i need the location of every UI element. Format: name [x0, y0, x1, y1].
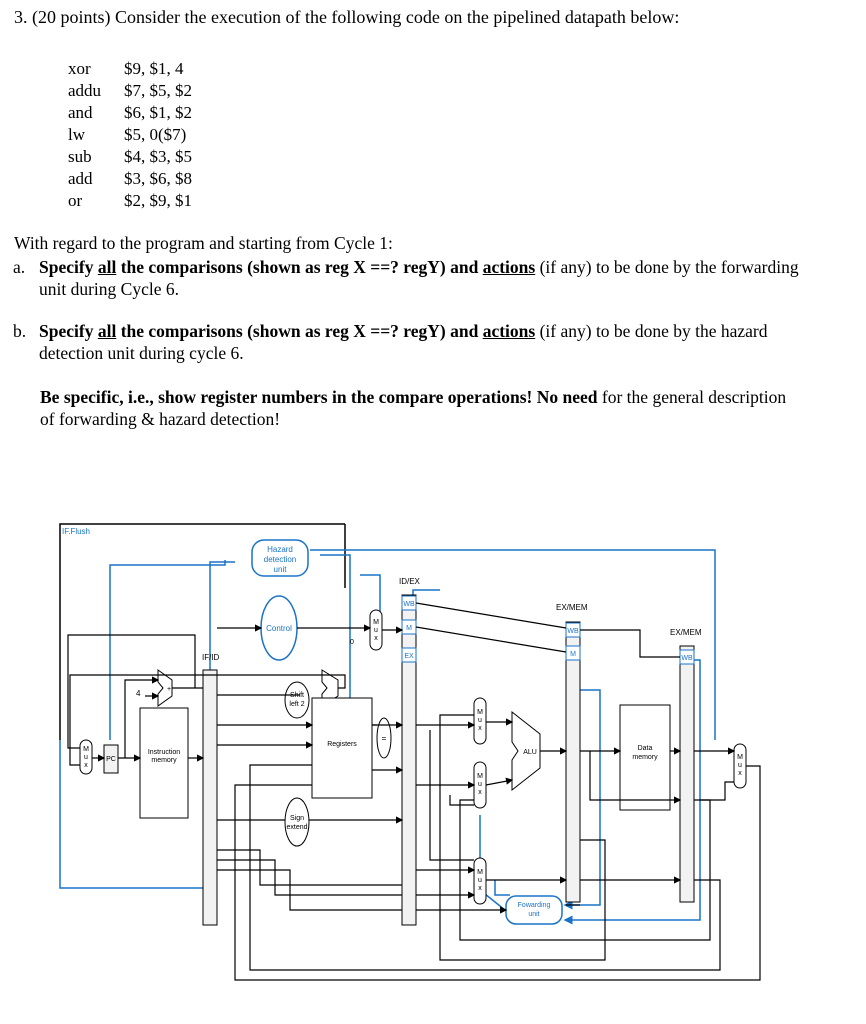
svg-text:4: 4: [136, 689, 141, 698]
svg-text:detection: detection: [264, 555, 296, 564]
control-unit: Control: [260, 595, 298, 661]
svg-text:x: x: [478, 789, 482, 796]
instruction-note: Be specific, i.e., show register numbers…: [40, 387, 787, 429]
code-line: or$2, $9, $1: [68, 191, 192, 210]
svg-text:M: M: [737, 754, 743, 761]
if-flush-label: IF.Flush: [62, 527, 90, 536]
code-line: xor$9, $1, 4: [68, 59, 184, 78]
svg-text:Sign: Sign: [290, 815, 304, 822]
code-listing: xor$9, $1, 4 addu$7, $5, $2 and$6, $1, $…: [68, 58, 192, 212]
if-flush-line: [59, 523, 346, 740]
pc-mux: M u x: [79, 739, 93, 775]
svg-text:M: M: [83, 746, 89, 753]
svg-text:unit: unit: [528, 911, 539, 918]
question-title: 3. (20 points) Consider the execution of…: [14, 7, 680, 27]
code-line: and$6, $1, $2: [68, 103, 192, 122]
svg-text:u: u: [374, 627, 378, 634]
svg-text:0: 0: [350, 639, 354, 646]
svg-text:Registers: Registers: [327, 741, 357, 748]
svg-text:x: x: [478, 725, 482, 732]
svg-text:M: M: [406, 625, 412, 632]
svg-text:unit: unit: [274, 565, 288, 574]
instruction-memory: Instruction memory: [139, 707, 189, 819]
writeback-mux: M u x: [733, 743, 747, 789]
shift-left-2: Shift left 2: [284, 681, 310, 719]
alu: ALU: [511, 710, 541, 792]
svg-text:EX/MEM: EX/MEM: [670, 628, 702, 637]
id-ex-register: ID/EX WB M EX: [399, 577, 421, 926]
svg-text:+: +: [167, 686, 171, 693]
svg-text:WB: WB: [681, 655, 693, 662]
sign-extend: Sign extend: [284, 797, 310, 847]
svg-text:Data: Data: [638, 745, 653, 752]
svg-text:M: M: [477, 869, 483, 876]
svg-text:Instruction: Instruction: [148, 749, 180, 756]
svg-text:Fowarding: Fowarding: [518, 902, 551, 909]
context-text: With regard to the program and starting …: [14, 233, 393, 253]
mem-wb-register: EX/MEM WB: [670, 628, 702, 903]
svg-text:M: M: [477, 709, 483, 716]
svg-text:x: x: [478, 885, 482, 892]
svg-text:memory: memory: [632, 754, 658, 761]
pipeline-datapath-diagram: IF.Flush Hazard detection unit Control I…: [59, 523, 761, 981]
code-line: sub$4, $3, $5: [68, 147, 192, 166]
svg-text:u: u: [84, 754, 88, 761]
if-id-register: IF/ID: [202, 653, 220, 926]
code-line: addu$7, $5, $2: [68, 81, 192, 100]
svg-text:WB: WB: [403, 601, 415, 608]
svg-text:ALU: ALU: [523, 749, 537, 756]
svg-text:x: x: [374, 635, 378, 642]
svg-text:EX: EX: [404, 653, 414, 660]
svg-text:ID/EX: ID/EX: [399, 577, 421, 586]
pc-register: PC: [103, 744, 119, 774]
register-file: Registers: [311, 697, 373, 799]
control-mux: M u x 0: [350, 609, 383, 651]
svg-text:Control: Control: [266, 624, 292, 633]
svg-text:extend: extend: [286, 824, 307, 831]
svg-text:Hazard: Hazard: [267, 545, 293, 554]
code-line: lw$5, 0($7): [68, 125, 187, 144]
svg-text:u: u: [738, 762, 742, 769]
datapath-wires: [67, 602, 761, 981]
svg-text:u: u: [478, 717, 482, 724]
svg-text:WB: WB: [567, 628, 579, 635]
svg-text:u: u: [478, 877, 482, 884]
svg-text:PC: PC: [106, 756, 116, 763]
hazard-detection-unit: Hazard detection unit: [251, 539, 309, 577]
svg-text:IF/ID: IF/ID: [202, 653, 220, 662]
svg-text:M: M: [477, 773, 483, 780]
svg-text:=: =: [382, 734, 387, 743]
svg-text:u: u: [478, 781, 482, 788]
svg-text:x: x: [738, 770, 742, 777]
code-line: add$3, $6, $8: [68, 169, 192, 188]
svg-text:EX/MEM: EX/MEM: [556, 603, 588, 612]
forwarding-unit: Fowarding unit: [505, 895, 563, 925]
svg-text:M: M: [570, 651, 576, 658]
ex-mem-register: EX/MEM WB M: [556, 603, 588, 903]
svg-text:left 2: left 2: [289, 701, 304, 708]
data-memory: Data memory: [619, 704, 671, 811]
equal-comparator: =: [376, 717, 392, 759]
svg-text:x: x: [84, 762, 88, 769]
regdst-mux: M u x: [473, 857, 487, 905]
alu-mux-b: M u x: [473, 761, 487, 809]
svg-text:memory: memory: [151, 757, 177, 764]
alu-mux-a: M u x: [473, 697, 487, 745]
svg-text:M: M: [373, 619, 379, 626]
